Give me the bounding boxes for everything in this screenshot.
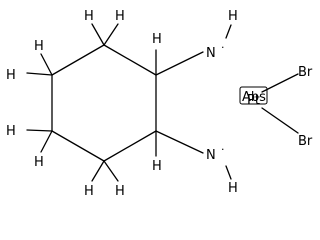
cn-bond xyxy=(155,130,204,154)
ring-bond xyxy=(103,44,157,76)
ch-bond xyxy=(40,53,53,76)
bromine-label: Br xyxy=(298,65,313,80)
ch-bond xyxy=(26,72,53,76)
nh-bond xyxy=(225,165,232,180)
hydrogen-label: H xyxy=(34,155,44,170)
bromine-label: Br xyxy=(298,134,313,149)
ch-bond xyxy=(91,160,105,182)
abs-label-box xyxy=(239,86,268,105)
hydrogen-label: H xyxy=(34,39,44,54)
ring-bond xyxy=(51,130,105,162)
ch-bond xyxy=(26,129,53,132)
ptbr-bond xyxy=(261,107,299,134)
nitrogen-label: N xyxy=(206,148,216,163)
hydrogen-label: H xyxy=(6,124,16,139)
nitrogen-label: N xyxy=(206,46,216,61)
abs-stereo-label: Abs xyxy=(242,90,266,105)
nh-bond xyxy=(225,24,232,39)
ring-bond xyxy=(51,44,105,76)
hydrogen-label: H xyxy=(152,32,162,47)
hydrogen-label: H xyxy=(84,184,94,199)
hydrogen-label: H xyxy=(152,159,162,174)
radical-dot: · xyxy=(221,41,225,54)
hydrogen-label: H xyxy=(228,181,238,196)
structure-diagram: H H H H H H H H H H N · H N · H Pt Abs B… xyxy=(6,9,313,199)
ch-bond xyxy=(103,160,119,182)
hydrogen-label: H xyxy=(6,68,16,83)
radical-dot: · xyxy=(221,143,225,156)
ch-bond xyxy=(91,23,105,46)
hydrogen-label: H xyxy=(115,184,125,199)
cn-bond xyxy=(155,51,204,76)
ring-bond xyxy=(103,130,157,162)
hydrogen-label: H xyxy=(228,9,238,24)
hydrogen-label: H xyxy=(115,9,125,24)
ch-bond xyxy=(103,23,119,46)
ptbr-bond xyxy=(261,73,299,93)
hydrogen-label: H xyxy=(84,9,94,24)
ch-bond xyxy=(40,130,53,153)
